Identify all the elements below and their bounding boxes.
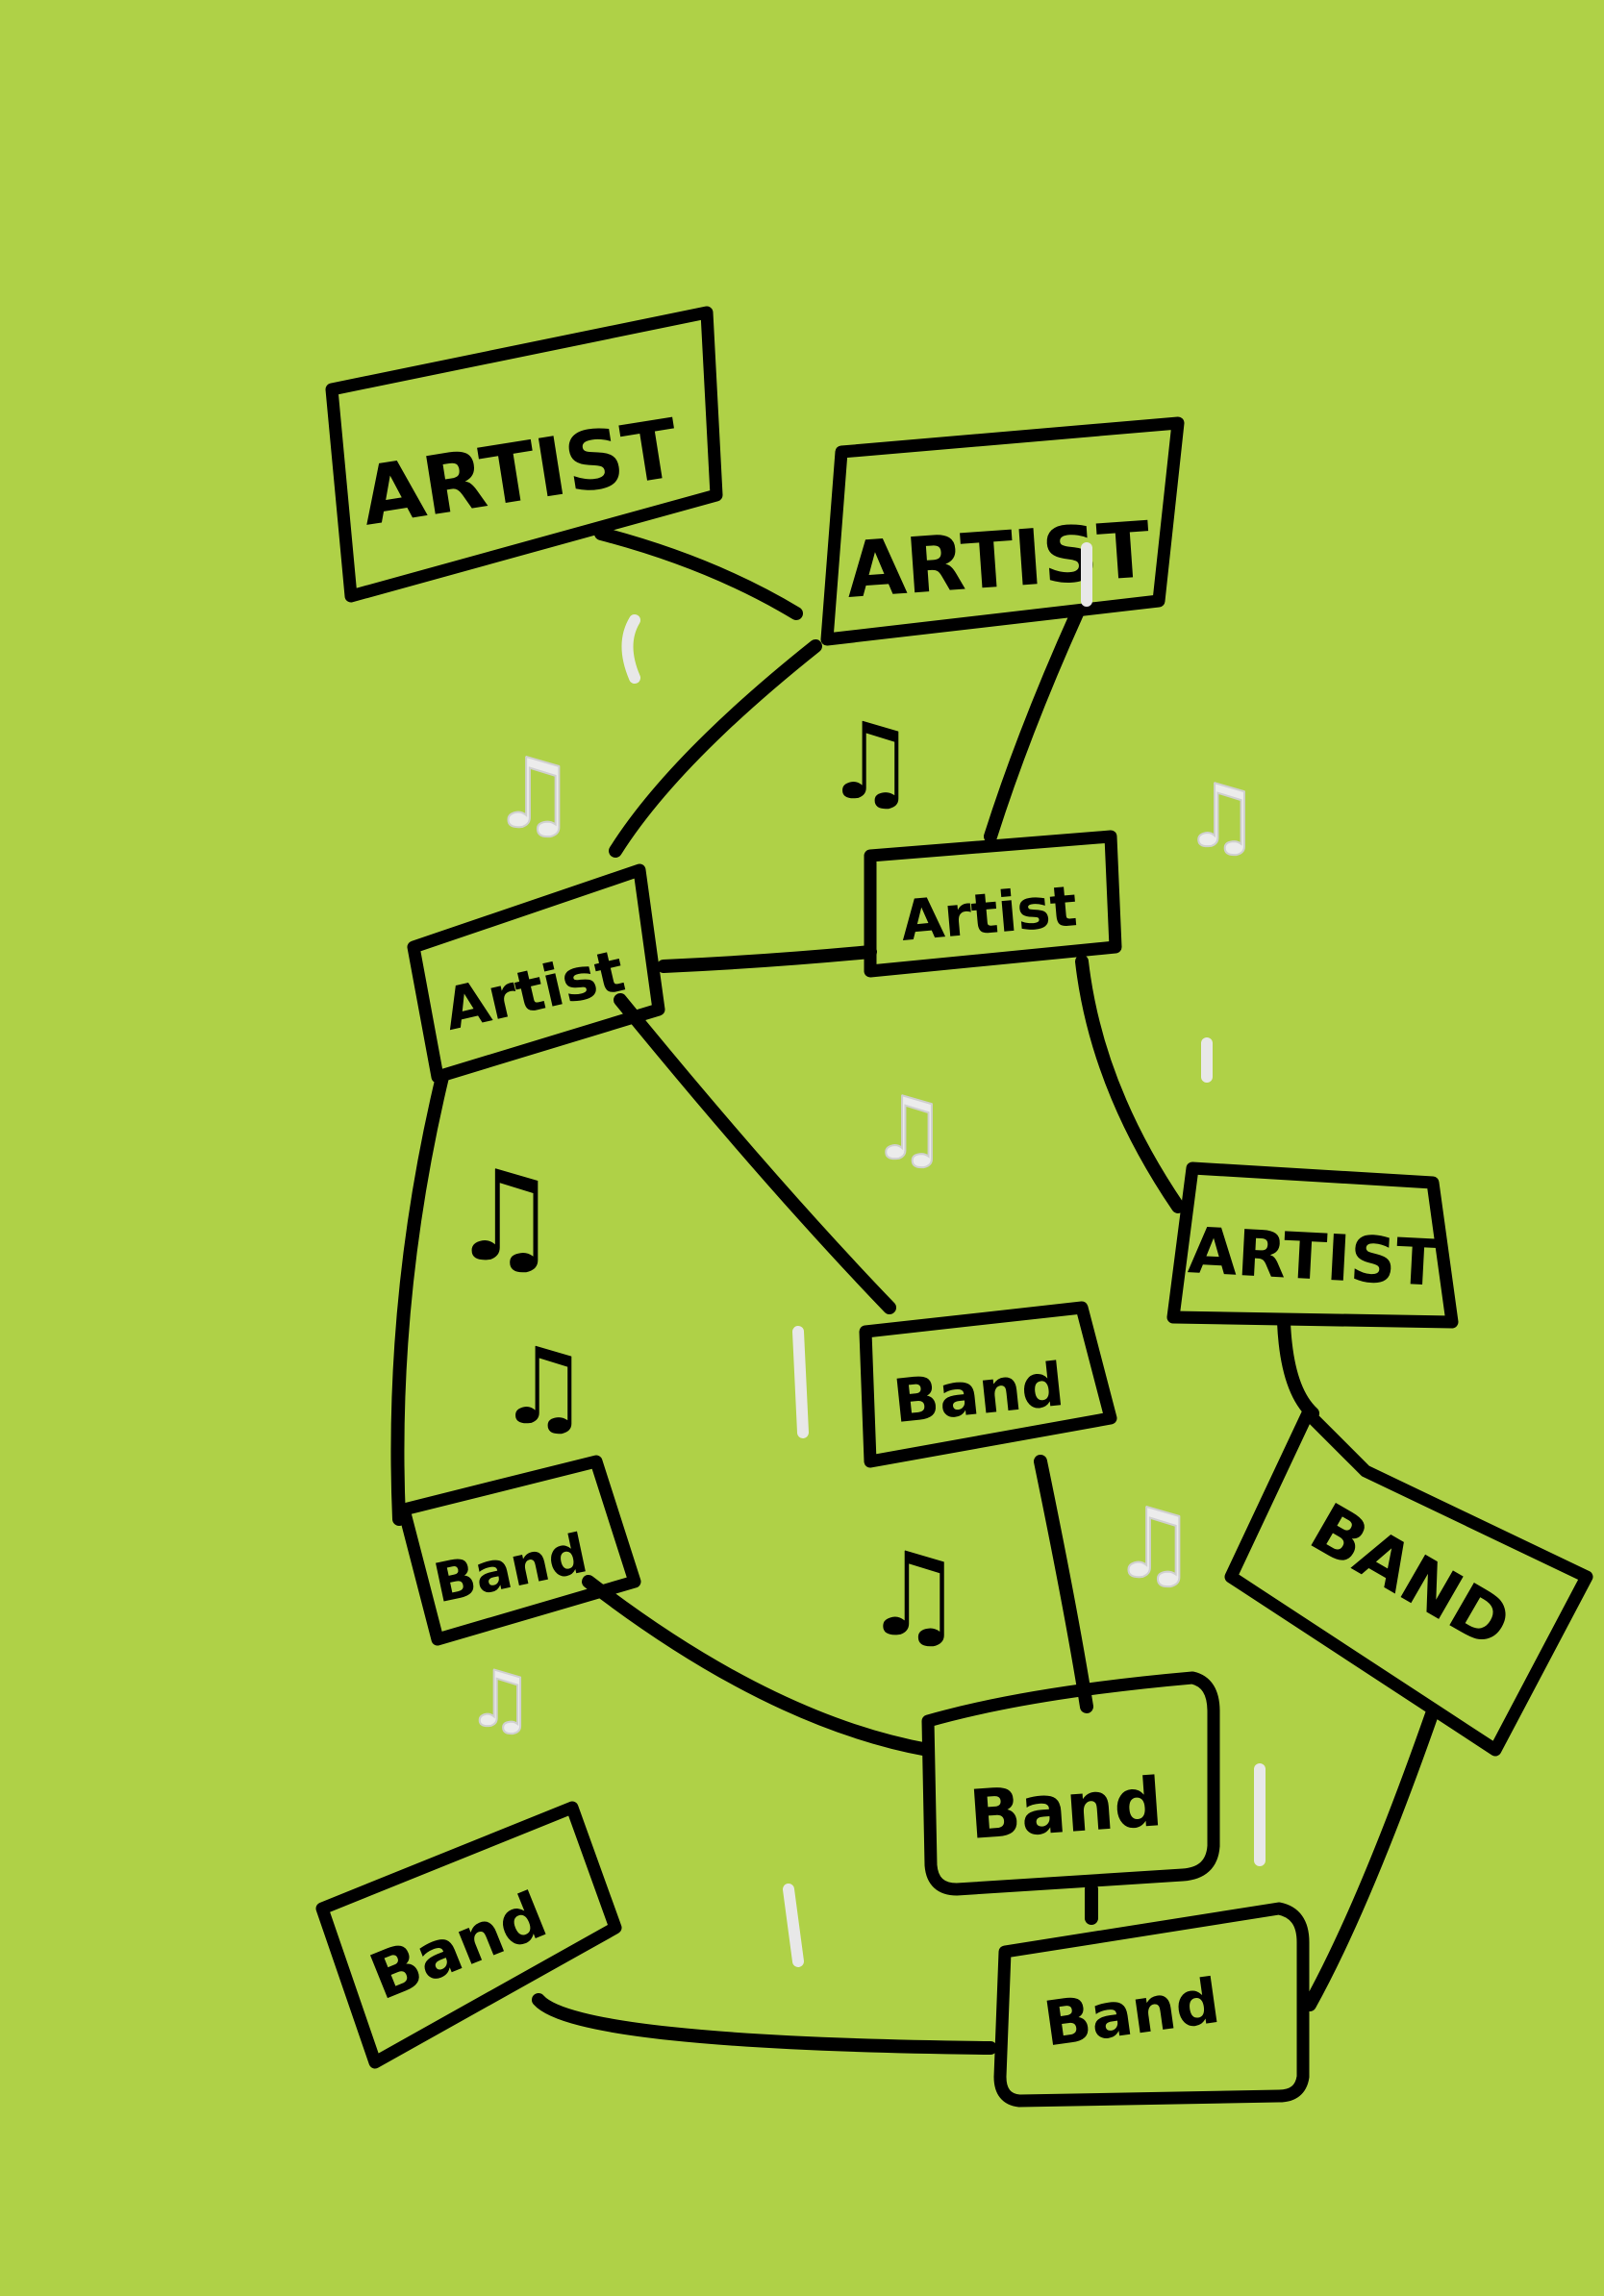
node-label: Band [966,1762,1165,1855]
edge-band11-band10 [532,1993,997,2055]
node-box [859,1301,1117,1468]
decorations-layer: ♫ ♫ ♫ ♫ ♫ ♫ ♫ ♫ ♫ [449,542,1266,1967]
music-note-icon: ♫ [490,737,577,850]
music-note-icon: ♫ [823,700,918,823]
edge-artist3-band7 [390,1070,449,1526]
node-box [1166,1161,1459,1329]
music-note-icon: ♫ [465,1655,535,1744]
music-note-icon: ♫ [1183,766,1261,867]
node-band-6: Band [859,1301,1117,1468]
node-label: ARTIST [1187,1213,1441,1301]
edge-artist4-artist5 [1075,955,1185,1213]
node-box [864,830,1122,978]
edges-layer [390,527,1440,2055]
node-box [921,1671,1220,1896]
node-artist-2: ARTIST [820,416,1185,646]
edge-artist3-artist4 [657,945,877,973]
node-box [820,416,1185,646]
node-box [1224,1407,1593,1757]
music-note-icon: ♫ [862,1529,965,1662]
edge-artist3-band6 [614,993,896,1314]
edge-band8-band10 [1303,1705,1440,2011]
node-box [397,1455,641,1646]
node-band-10: Band [993,1902,1310,2108]
node-artist-1: ARTIST [325,306,723,603]
node-label: Artist [898,873,1080,954]
edge-band7-band9 [582,1575,935,1757]
node-box [407,863,665,1084]
node-artist-4: Artist [864,830,1122,978]
node-box [993,1902,1310,2108]
music-stem-icon [621,614,640,684]
edge-band6-band9 [1034,1455,1093,1713]
node-box [325,306,723,603]
node-artist-5: ARTIST [1166,1161,1459,1329]
node-box [315,1801,622,2069]
music-stem-icon [783,1884,804,1967]
music-note-icon: ♫ [449,1143,562,1289]
edge-artist2-artist4 [984,607,1084,843]
music-note-icon: ♫ [496,1325,591,1448]
music-note-icon: ♫ [1111,1487,1197,1600]
music-stem-icon [792,1326,809,1438]
music-note-icon: ♫ [870,1079,948,1180]
node-label: ARTIST [843,505,1154,615]
edge-artist2-artist3 [609,639,822,858]
node-band-9: Band [921,1671,1220,1896]
edge-artist1-artist2 [594,527,803,620]
